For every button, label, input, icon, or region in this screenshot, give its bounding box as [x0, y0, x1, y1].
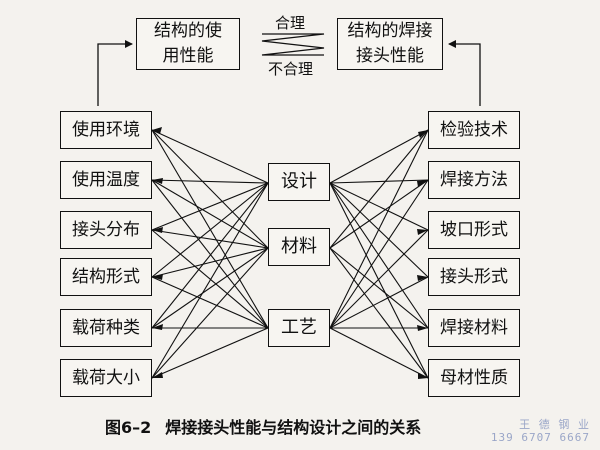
- edge-design-right-5: [329, 182, 429, 379]
- right-item: 接头形式: [428, 258, 520, 296]
- edge-left-3-design: [151, 182, 269, 278]
- right-item: 焊接材料: [428, 309, 520, 347]
- edge-process-right-3: [329, 276, 429, 329]
- edge-left-5-process: [151, 327, 269, 379]
- edge-left-2-design: [151, 182, 269, 231]
- right-item: 焊接方法: [428, 161, 520, 199]
- edge-process-right-1: [329, 179, 429, 329]
- top-right-box: 结构的焊接 接头性能: [337, 18, 443, 70]
- edge-process-right-0: [329, 129, 429, 329]
- arrow-right-up: [448, 40, 481, 106]
- edge-left-1-material: [151, 179, 269, 249]
- edge-design-right-1: [329, 179, 429, 184]
- edge-left-1-design: [151, 179, 269, 184]
- left-item: 使用温度: [60, 161, 152, 199]
- edge-left-0-process: [151, 129, 269, 329]
- watermark-line1: 王 德 钢 业: [519, 418, 590, 431]
- left-item: 载荷大小: [60, 359, 152, 397]
- edge-left-1-process: [151, 179, 269, 329]
- edge-material-right-4: [329, 247, 429, 329]
- edge-design-right-0: [329, 129, 429, 184]
- left-item: 载荷种类: [60, 309, 152, 347]
- center-item-process: 工艺: [268, 309, 330, 347]
- edge-design-right-4: [329, 182, 429, 329]
- right-item: 母材性质: [428, 359, 520, 397]
- edge-left-0-material: [151, 129, 269, 249]
- relation-top-label: 合理: [275, 14, 306, 32]
- edge-material-right-0: [329, 129, 429, 249]
- watermark-line2: 139 6707 6667: [490, 431, 590, 444]
- edge-design-right-2: [329, 182, 429, 231]
- figure-caption: 图6–2 焊接接头性能与结构设计之间的关系: [105, 414, 421, 438]
- right-item: 检验技术: [428, 111, 520, 149]
- edge-material-right-1: [329, 179, 429, 249]
- relation-bottom-label: 不合理: [268, 60, 314, 78]
- right-item: 坡口形式: [428, 211, 520, 249]
- left-item: 结构形式: [60, 258, 152, 296]
- edge-process-right-2: [329, 229, 429, 329]
- edge-process-right-5: [329, 327, 429, 379]
- center-item-material: 材料: [268, 228, 330, 266]
- top-left-box: 结构的使 用性能: [136, 18, 240, 70]
- edge-left-4-material: [151, 247, 269, 329]
- edge-left-5-material: [151, 247, 269, 379]
- left-item: 使用环境: [60, 111, 152, 149]
- edge-left-2-process: [151, 229, 269, 329]
- left-item: 接头分布: [60, 211, 152, 249]
- center-item-design: 设计: [268, 163, 330, 201]
- edge-left-4-design: [151, 182, 269, 329]
- figure-number: 图6–2: [105, 418, 152, 437]
- edge-left-2-material: [151, 229, 269, 249]
- zigzag-relation: [261, 33, 325, 56]
- edge-left-0-design: [151, 129, 269, 184]
- figure-title: 焊接接头性能与结构设计之间的关系: [165, 418, 422, 437]
- edge-left-3-material: [151, 247, 269, 278]
- edge-material-right-5: [329, 247, 429, 379]
- edge-left-5-design: [151, 182, 269, 379]
- edge-left-3-process: [151, 276, 269, 329]
- arrow-left-up: [97, 40, 133, 106]
